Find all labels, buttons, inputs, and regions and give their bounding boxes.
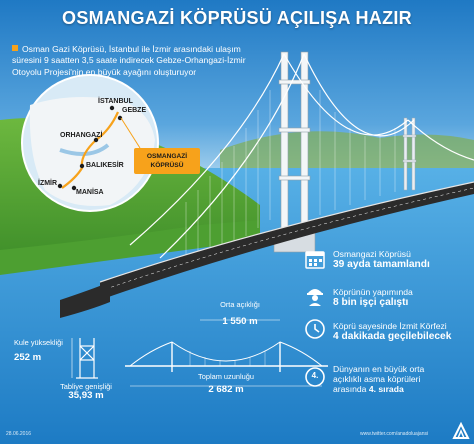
stat-workers: Köprünün yapımında 8 bin işçi çalıştı	[333, 287, 413, 308]
bridge-callout: OSMANGAZİ KÖPRÜSÜ	[134, 148, 200, 174]
calendar-icon	[305, 251, 325, 269]
city-balikesir: BALIKESİR	[86, 162, 124, 169]
bullet-icon	[12, 45, 18, 51]
agency-logo-icon	[452, 422, 470, 439]
rank-badge: 4.	[311, 371, 319, 380]
stat-crossing: Köprü sayesinde İzmit Körfezi 4 dakikada…	[333, 321, 452, 342]
city-istanbul: İSTANBUL	[98, 98, 133, 105]
intro-line-1: Osman Gazi Köprüsü, İstanbul ile İzmir a…	[22, 44, 241, 54]
clock-icon	[305, 319, 325, 339]
route-line	[61, 111, 120, 189]
city-manisa: MANİSA	[76, 189, 104, 196]
intro-text: Osman Gazi Köprüsü, İstanbul ile İzmir a…	[12, 44, 252, 78]
tower-far	[402, 117, 417, 191]
dim-tower-height: Kule yüksekliği 252 m	[14, 338, 63, 363]
page-title: OSMANGAZİ KÖPRÜSÜ AÇILIŞA HAZIR	[62, 8, 412, 28]
map-globe	[21, 74, 159, 212]
city-orhangazi: ORHANGAZİ	[60, 132, 103, 139]
city-izmir: İZMİR	[38, 180, 58, 187]
intro-line-3: Otoyolu Projesi'nin en büyük ayağını olu…	[12, 66, 197, 77]
stat-duration: Osmangazi Köprüsü 39 ayda tamamlandı	[333, 249, 430, 270]
intro-line-2: süresini 9 saatten 3,5 saate indirecek G…	[12, 55, 246, 66]
city-gebze: GEBZE	[122, 107, 147, 114]
dim-total-length: Toplam uzunluğu 2 682 m	[198, 372, 254, 395]
dim-deck-width: Tabliye genişliği 35,93 m	[60, 382, 112, 401]
span-diagram	[125, 319, 328, 387]
main-cables	[129, 53, 474, 259]
dim-main-span: Orta açıklığı 1 550 m	[220, 300, 260, 327]
footer-date: 28.06.2016	[6, 431, 32, 437]
worker-icon	[307, 289, 323, 306]
tower-diagram	[71, 338, 98, 379]
footer-site: www.twitter.com/anadoluajansi	[360, 431, 429, 437]
stat-ranking: Dünyanın en büyük orta açıklıklı asma kö…	[333, 364, 425, 394]
bridge-deck	[100, 182, 474, 300]
